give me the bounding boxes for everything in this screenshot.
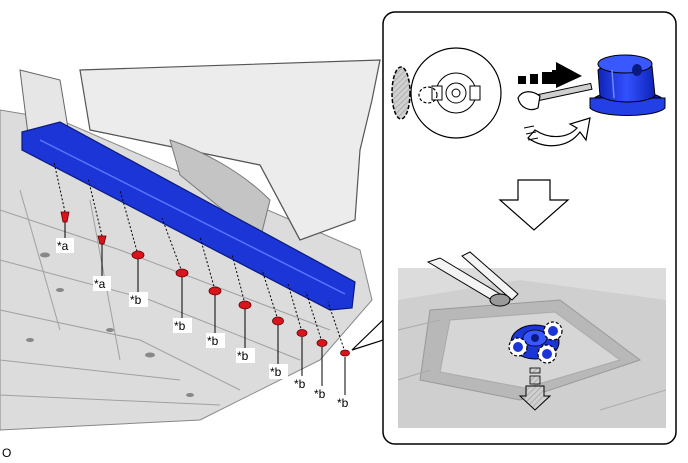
clip-leader-lines [53, 161, 346, 353]
detail-step-clip-removal [397, 251, 667, 428]
clip-b1 [131, 250, 145, 260]
clip-b3 [208, 286, 222, 296]
underbody-view: *a *a *b *b *b *b *b *b *b *b [0, 59, 384, 431]
callout-b6: *b [294, 377, 306, 391]
clip-a2 [97, 235, 107, 245]
screwdriver-icon [517, 82, 593, 111]
callout-labels: *a *a *b *b *b *b *b *b *b *b [56, 238, 355, 410]
pull-down-arrow-icon [518, 367, 552, 411]
callout-b2: *b [174, 319, 186, 333]
pliers-icon [426, 251, 519, 307]
floor-ribs [0, 189, 331, 406]
clip-b4 [238, 300, 252, 310]
clip-b2 [175, 268, 189, 278]
clip-a1 [60, 211, 70, 223]
clips [60, 211, 350, 357]
wheel-arch [169, 139, 271, 241]
rocker-cover-ridge [39, 139, 346, 295]
callout-b7: *b [314, 387, 326, 401]
figure-id: O [2, 446, 12, 460]
clip-side-hatch [391, 66, 411, 120]
callout-a1: *a [57, 239, 69, 253]
callout-b1: *b [130, 293, 142, 307]
clip-b6 [296, 329, 308, 337]
clip-b8 [340, 349, 350, 357]
callout-b8: *b [337, 396, 349, 410]
body-side-edge [89, 129, 301, 241]
clip-face-center [451, 88, 461, 98]
tab-highlight [418, 86, 438, 104]
rocker-cover-panel [21, 121, 356, 311]
clip-b7 [316, 339, 328, 347]
callout-b5: *b [270, 365, 282, 379]
callout-a2: *a [94, 277, 106, 291]
floor-holes [26, 252, 194, 397]
detail-panel [382, 11, 677, 445]
callout-b4: *b [237, 349, 249, 363]
clip-b5 [272, 316, 284, 326]
callout-b3: *b [207, 334, 219, 348]
detail-step-push-pin [391, 47, 666, 147]
label-leaders [64, 222, 346, 395]
pry-arrow-icon [527, 117, 591, 147]
detail-pointer [351, 318, 384, 351]
step-down-arrow-icon [498, 179, 570, 231]
blue-clip-3d [589, 54, 666, 116]
direction-arrow-icon [518, 62, 582, 88]
